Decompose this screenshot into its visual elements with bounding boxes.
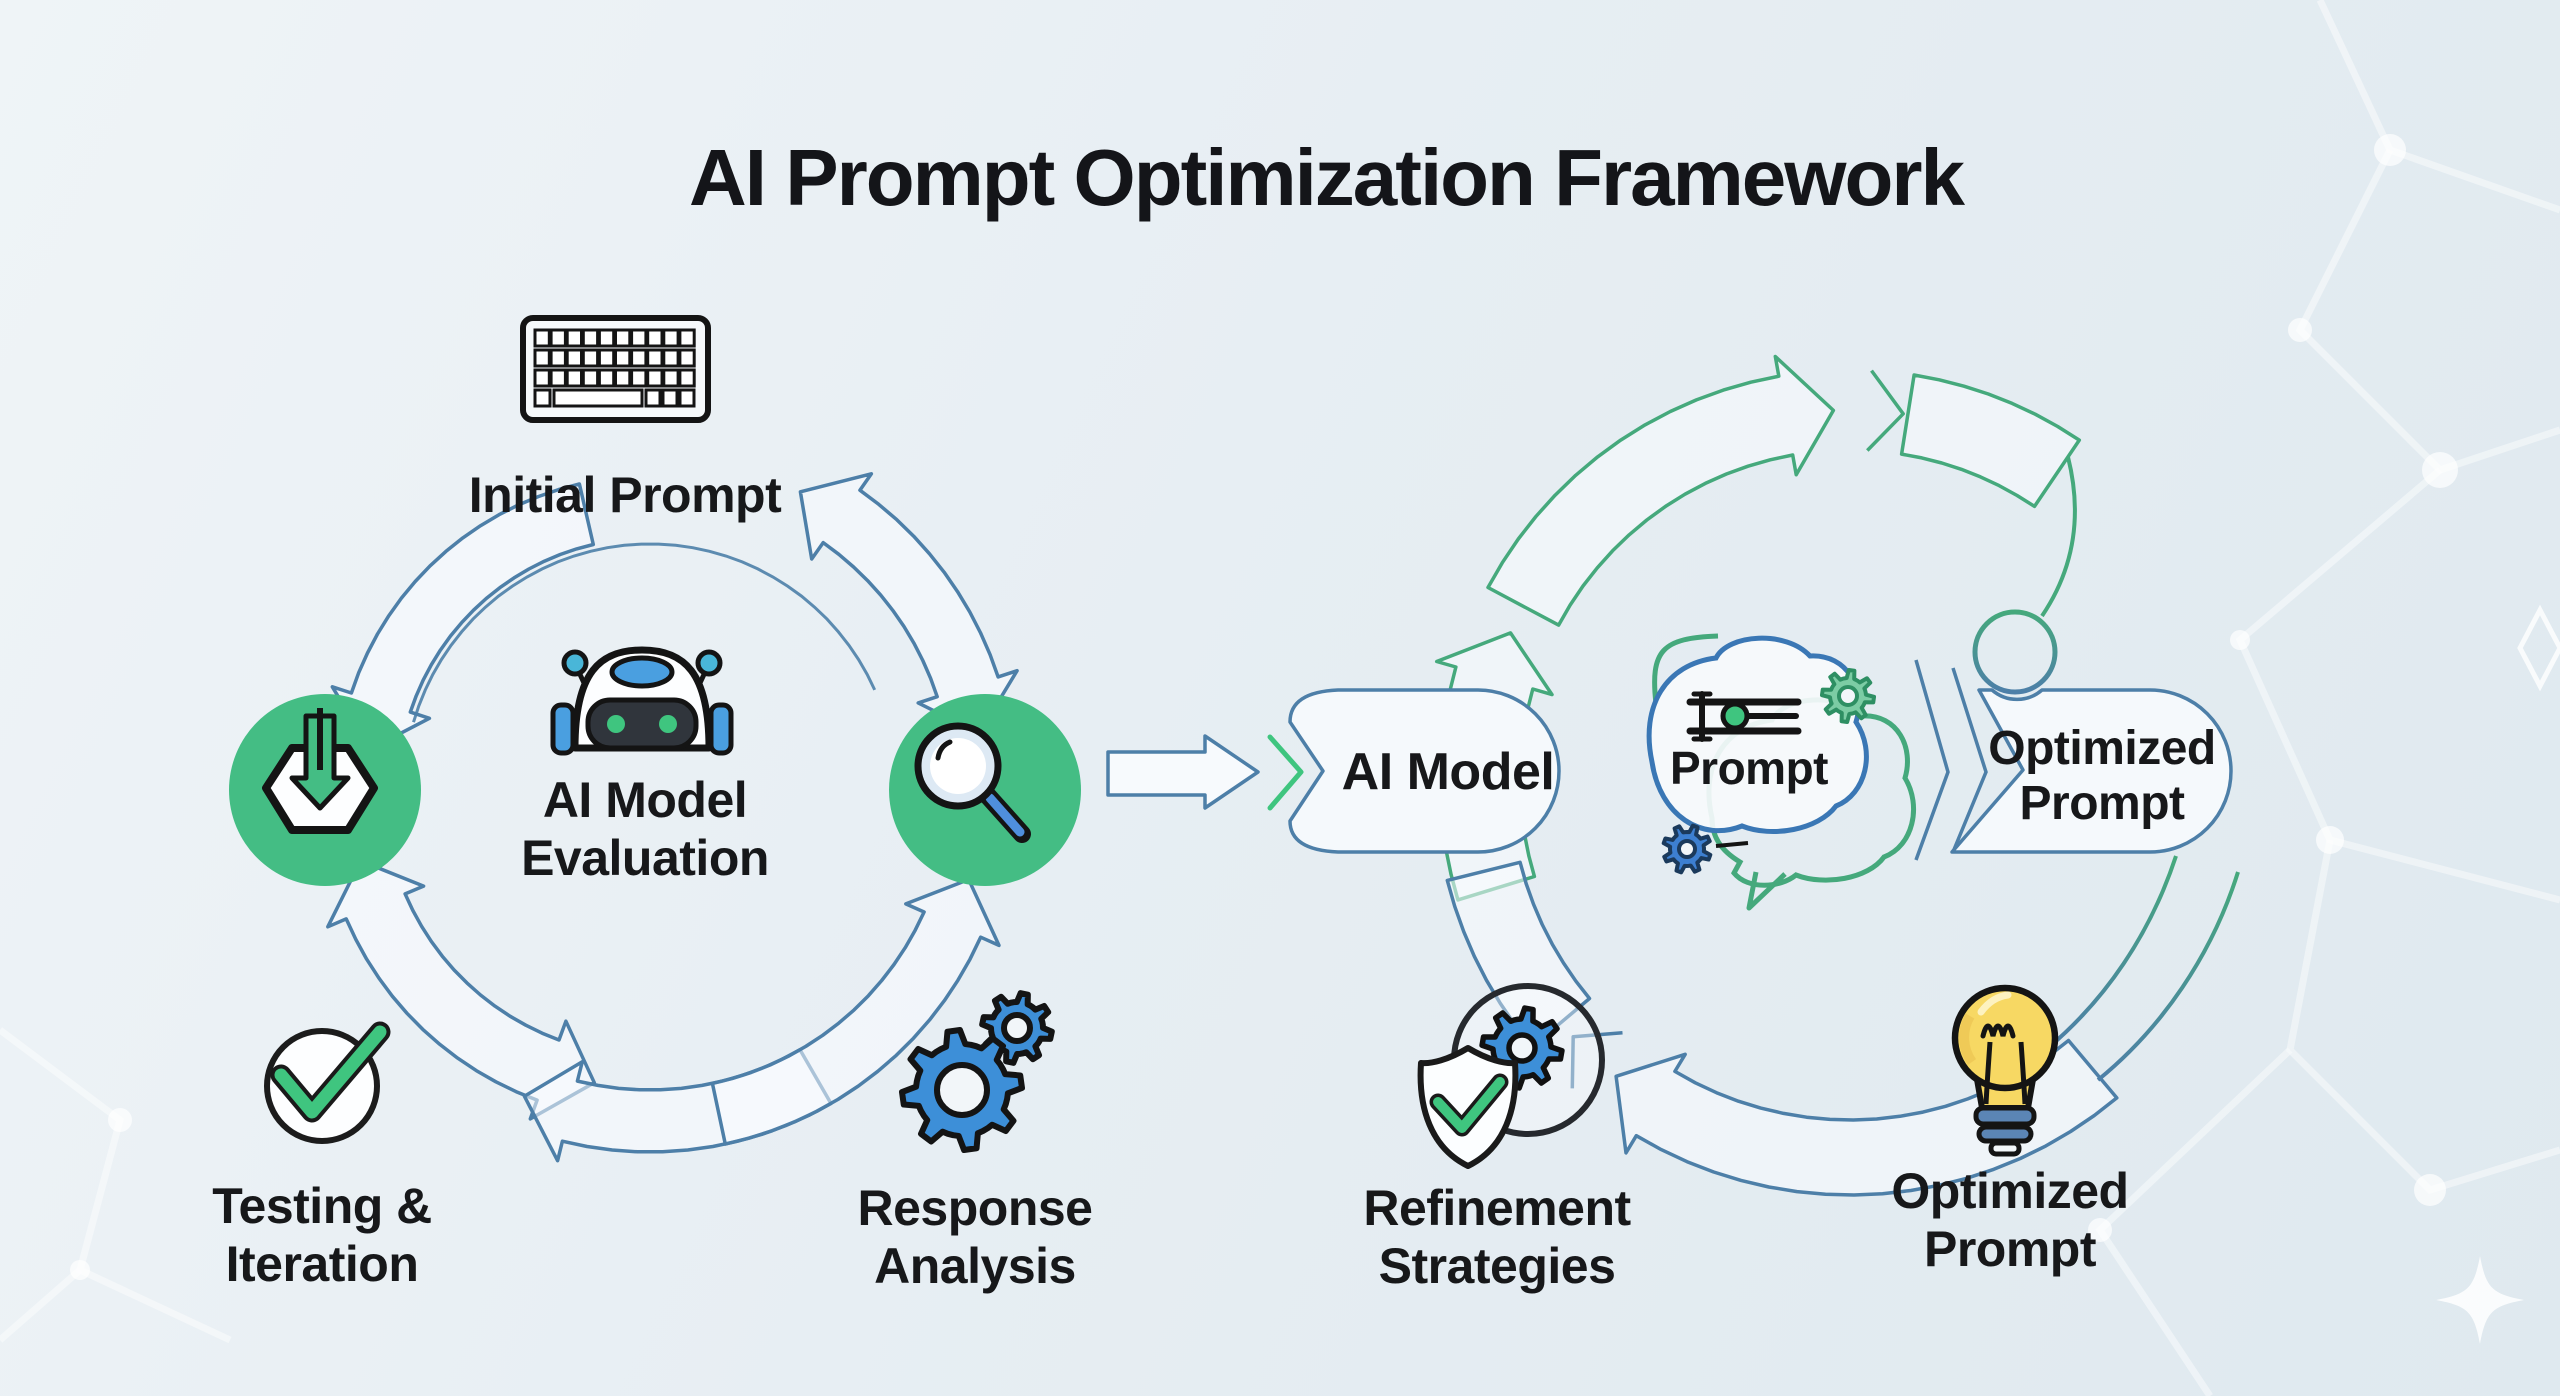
ai-model-box-label: AI Model: [1341, 743, 1555, 801]
lightbulb-icon: [1951, 984, 2059, 1157]
initial-prompt-label: Initial Prompt: [468, 467, 782, 523]
optimized-prompt-box-line2: Prompt: [2019, 777, 2185, 830]
response-analysis-label: Response Analysis: [858, 1179, 1093, 1295]
testing-iteration-line2: Iteration: [225, 1236, 419, 1292]
optimized-prompt-box: [1950, 688, 2233, 854]
check-circle-icon: [264, 1021, 391, 1144]
flow-arrow-right: [1106, 734, 1260, 810]
download-shield-icon: [262, 708, 378, 834]
gears-icon: [899, 990, 1055, 1153]
chevron-band-outer: [1914, 659, 1950, 861]
right-cycle-arc-connector: [2040, 456, 2077, 618]
ai-model-box: [1288, 688, 1561, 854]
keyboard-icon: [520, 315, 711, 423]
chevron-band-inner: [1951, 667, 1988, 853]
page-title: AI Prompt Optimization Framework: [689, 133, 1965, 222]
prompt-bubble-label: Prompt: [1670, 742, 1829, 794]
gear-green-icon: [1819, 667, 1877, 725]
response-analysis-line2: Analysis: [874, 1238, 1076, 1294]
cycle-descent-line-outer: [2096, 871, 2240, 1082]
response-analysis-line1: Response: [857, 1180, 1093, 1236]
robot-icon: [550, 646, 734, 756]
ai-model-evaluation-line2: Evaluation: [521, 830, 769, 886]
cycle-ring-circle: [1972, 609, 2058, 695]
optimized-prompt-result-line1: Optimized: [1891, 1163, 2129, 1219]
shield-check-gear-icon: [1417, 983, 1605, 1169]
slider-settings-icon: [1686, 691, 1802, 742]
optimized-prompt-result-label: Optimized Prompt: [1891, 1162, 2129, 1278]
magnifier-icon: [914, 722, 1031, 843]
gear-blue-small-icon: [1661, 823, 1713, 875]
cycle-descent-line-inner: [2046, 855, 2178, 1050]
optimized-prompt-result-line2: Prompt: [1924, 1221, 2097, 1277]
optimized-prompt-box-label: Optimized Prompt: [1988, 721, 2216, 831]
speech-bubble-icon: [1646, 633, 1917, 911]
sparkle-icon: [2436, 1256, 2524, 1344]
green-chevron-icon: [1267, 734, 1304, 811]
refinement-strategies-line1: Refinement: [1363, 1180, 1631, 1236]
optimized-prompt-box-line1: Optimized: [1988, 722, 2216, 775]
refinement-strategies-line2: Strategies: [1378, 1238, 1616, 1294]
blue-bubble-outline: [1646, 635, 1869, 834]
testing-iteration-label: Testing & Iteration: [212, 1177, 432, 1293]
ai-model-evaluation-label: AI Model Evaluation: [521, 771, 769, 887]
bubble-tail: [1746, 871, 1787, 911]
left-cycle-arrows: [326, 472, 1019, 1163]
ai-model-evaluation-line1: AI Model: [542, 772, 748, 828]
testing-iteration-line1: Testing &: [212, 1178, 432, 1234]
refinement-strategies-label: Refinement Strategies: [1363, 1179, 1631, 1295]
diamond-icon: [2517, 604, 2560, 692]
